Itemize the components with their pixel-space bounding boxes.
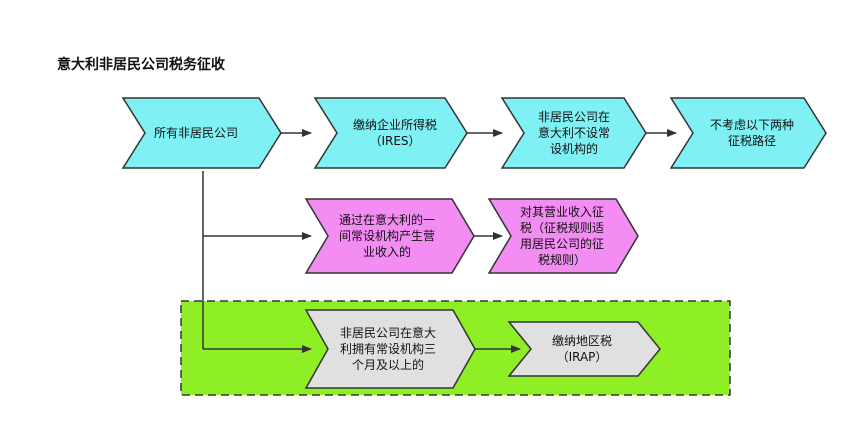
node-pay-irap: 缴纳地区税 （IRAP） [507,321,661,377]
svg-text:缴纳企业所得税（IRES）: 缴纳企业所得税 （IRES） [353,117,437,148]
node-text-line: 通过在意大利的一 [339,212,435,227]
node-text-line: 非居民公司在 [538,110,610,124]
svg-text:非居民公司在意大利不设常设机构的: 非居民公司在意大利不设常设机构的 [538,110,610,156]
connectors [202,129,677,353]
node-text-line: 税规则） [538,252,586,267]
node-text-line: 缴纳地区税 [552,333,612,348]
node-all-nonresident: 所有非居民公司 [121,97,282,169]
node-text-line: 用居民公司的征 [520,236,604,251]
diagram-title: 意大利非居民公司税务征收 [57,57,225,73]
svg-text:不考虑以下两种征税路径: 不考虑以下两种征税路径 [710,118,794,148]
node-income-via-establishment: 通过在意大利的一间常设机构产生营业收入的 [304,198,475,274]
svg-text:通过在意大利的一间常设机构产生营业收入的: 通过在意大利的一间常设机构产生营业收入的 [339,212,435,259]
node-text-line: 个月及以上的 [352,357,424,372]
node-text-line: 利拥有常设机构三 [340,341,436,356]
node-text-line: 设机构的 [550,141,598,156]
node-text-line: 非居民公司在意大 [340,325,436,340]
svg-text:对其营业收入征税（征税规则适用居民公司的征税规则）: 对其营业收入征税（征税规则适用居民公司的征税规则） [520,205,604,267]
node-text-line: 意大利不设常 [538,125,610,140]
svg-text:所有非居民公司: 所有非居民公司 [154,126,238,140]
node-text-line: 征税路径 [728,133,776,148]
node-pay-ires: 缴纳企业所得税 （IRES） [313,97,468,169]
node-text-line: 税（征税规则适 [520,220,604,235]
node-no-permanent-establishment: 非居民公司在意大利不设常设机构的 [500,97,647,169]
node-ignore-two-paths: 不考虑以下两种征税路径 [669,97,827,169]
node-text-line: 对其营业收入征 [520,205,604,219]
node-text-line: 间常设机构产生营 [339,228,435,243]
node-text-line: 不考虑以下两种 [710,118,794,132]
node-text-line: 业收入的 [363,244,411,259]
node-tax-business-income: 对其营业收入征税（征税规则适用居民公司的征税规则） [487,198,639,274]
svg-text:缴纳地区税（IRAP）: 缴纳地区税 （IRAP） [552,333,612,364]
node-text-line: （IRES） [369,134,420,148]
node-text-line: （IRAP） [557,350,608,364]
node-text-line: 所有非居民公司 [154,126,238,140]
node-establishment-three-months: 非居民公司在意大利拥有常设机构三个月及以上的 [304,309,476,389]
svg-text:非居民公司在意大利拥有常设机构三个月及以上的: 非居民公司在意大利拥有常设机构三个月及以上的 [340,325,436,372]
node-text-line: 缴纳企业所得税 [353,117,437,132]
